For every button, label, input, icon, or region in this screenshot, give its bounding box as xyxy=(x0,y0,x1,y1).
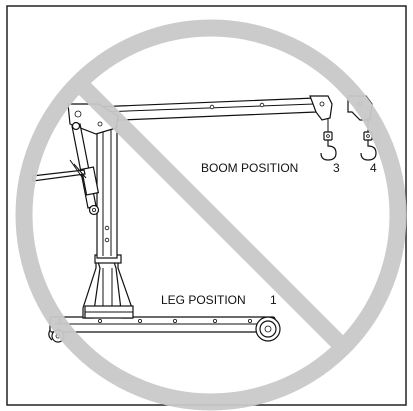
front-wheel-icon xyxy=(255,316,281,342)
leg-position-option-1: 1 xyxy=(270,293,277,307)
hydraulic-ram xyxy=(71,121,100,216)
pump-handle xyxy=(31,159,87,182)
crane-mast xyxy=(96,111,118,259)
hook-icon xyxy=(320,118,337,161)
crane-leg xyxy=(49,316,276,333)
prohibition-sign-icon xyxy=(15,19,407,411)
shop-crane xyxy=(31,95,377,343)
base-a-frame xyxy=(82,254,134,319)
boom-position-option-3: 3 xyxy=(333,161,340,175)
boom-position-label: BOOM POSITION xyxy=(201,161,298,175)
boom-position-option-4: 4 xyxy=(370,161,377,175)
leg-position-label: LEG POSITION xyxy=(161,293,246,307)
